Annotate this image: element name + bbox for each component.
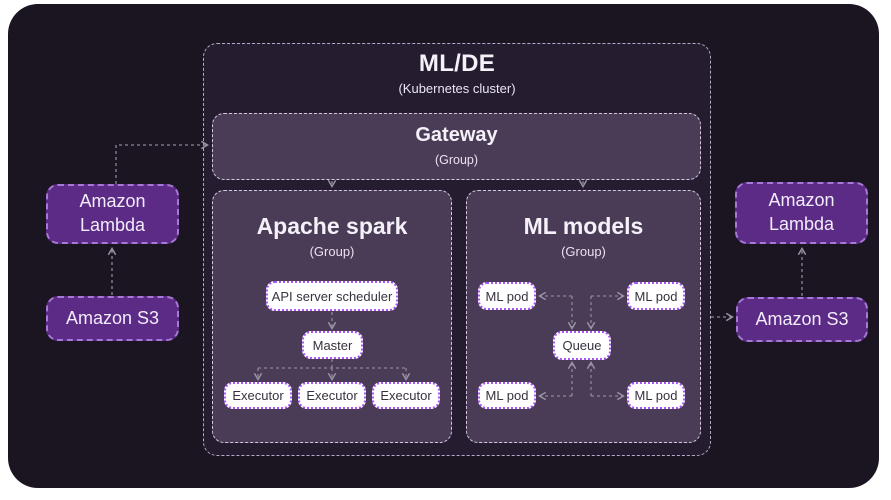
amazon-s3-right: Amazon S3 (736, 297, 868, 342)
apache-spark-subtitle: (Group) (309, 244, 355, 259)
executor-node-3: Executor (372, 382, 440, 409)
ml-pod-node-3: ML pod (478, 382, 536, 409)
api-server-scheduler-node: API server scheduler (266, 281, 398, 311)
amazon-s3-left: Amazon S3 (46, 296, 179, 341)
queue-node: Queue (553, 331, 611, 360)
executor-node-1: Executor (224, 382, 292, 409)
gateway-subtitle: (Group) (434, 153, 479, 167)
ml-pod-node-4: ML pod (627, 382, 685, 409)
gateway-title: Gateway (415, 124, 498, 146)
cluster-title: ML/DE (418, 50, 496, 77)
ml-models-title: ML models (523, 213, 644, 239)
cluster-subtitle: (Kubernetes cluster) (398, 81, 516, 96)
amazon-lambda-right: Amazon Lambda (735, 182, 868, 244)
master-node: Master (302, 331, 363, 359)
ml-models-subtitle: (Group) (561, 244, 606, 259)
gateway-group: Gateway (Group) (212, 113, 701, 180)
executor-node-2: Executor (298, 382, 366, 409)
amazon-lambda-left: Amazon Lambda (46, 184, 179, 244)
ml-models-group: ML models (Group) (466, 190, 701, 443)
apache-spark-title: Apache spark (256, 213, 408, 239)
ml-pod-node-2: ML pod (627, 282, 685, 310)
ml-pod-node-1: ML pod (478, 282, 536, 310)
